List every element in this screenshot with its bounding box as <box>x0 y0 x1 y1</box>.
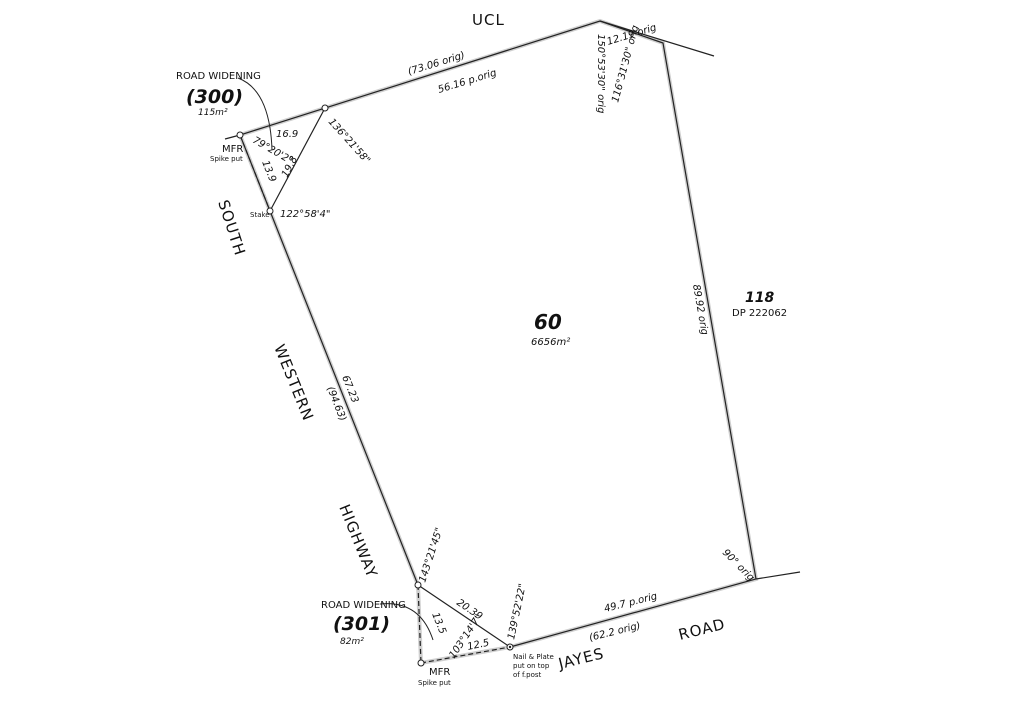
boundary-shade <box>237 18 759 666</box>
widening-301-number: (301) <box>333 613 390 635</box>
road-road: ROAD <box>677 615 728 644</box>
nail-label-2: put on top <box>513 662 550 670</box>
widening-300-title: ROAD WIDENING <box>176 71 261 82</box>
widening-301-divider <box>417 584 511 648</box>
dim-nw-ang2: 136°21'58" <box>326 117 372 167</box>
widening-301-area: 82m² <box>340 637 364 647</box>
dim-sw-125: 12.5 <box>466 638 490 653</box>
mfr-top-label: MFR <box>222 144 243 155</box>
leader-301 <box>379 603 434 641</box>
widening-300-divider <box>269 107 326 212</box>
road-jayes: JAYES <box>556 644 606 673</box>
marker-nw-corner <box>321 104 329 112</box>
ucl-road-line <box>599 20 715 57</box>
widening-301-dashed-south <box>420 646 511 664</box>
dim-sw-135: 13.5 <box>429 611 448 636</box>
dim-south-porig: 49.7 p.orig <box>603 591 658 615</box>
mfr-bottom-label: MFR <box>429 667 450 678</box>
widening-300-dashed <box>239 134 271 212</box>
widening-300-area: 115m² <box>198 108 228 118</box>
dim-stake-ang: 122°58'4" <box>280 209 331 220</box>
lot-60-number: 60 <box>534 310 562 334</box>
road-western: WESTERN <box>270 342 317 424</box>
widening-300-number: (300) <box>186 86 243 108</box>
dim-ne-ang1: 150°53'30" orig <box>595 34 606 113</box>
nail-label-3: of f.post <box>513 671 542 679</box>
nail-label-1: Nail & Plate <box>513 653 554 661</box>
marker-nail-dot <box>508 645 512 649</box>
leader-300 <box>237 77 273 151</box>
lot-60-area: 6656m² <box>531 337 570 348</box>
road-ucl: UCL <box>472 11 505 29</box>
lot-118-number: 118 <box>745 290 774 306</box>
dim-sw-ang: 143°21'45" <box>417 526 445 584</box>
lot-boundary <box>237 18 759 666</box>
lot-118-dp: DP 222062 <box>732 308 787 319</box>
road-highway: HIGHWAY <box>335 502 381 581</box>
jayes-road-line <box>755 571 801 580</box>
boundary-line <box>239 20 757 648</box>
widening-301-dashed-west <box>417 584 422 664</box>
marker-sw-corner <box>414 581 422 589</box>
marker-mfr-bottom <box>417 659 425 667</box>
dim-nw-139: 13.9 <box>259 159 278 184</box>
road-south: SOUTH <box>214 198 249 258</box>
marker-mfr-top <box>236 131 244 139</box>
widening-301-title: ROAD WIDENING <box>321 600 406 611</box>
dim-nail-ang: 139°52'22" <box>506 583 529 641</box>
west-boundary <box>269 210 419 586</box>
stake-label: Stake <box>250 211 270 219</box>
spike-bottom-label: Spike put <box>418 679 451 687</box>
spike-top-label: Spike put <box>210 155 243 163</box>
marker-stake <box>266 207 274 215</box>
dim-nw-169: 16.9 <box>276 129 298 140</box>
